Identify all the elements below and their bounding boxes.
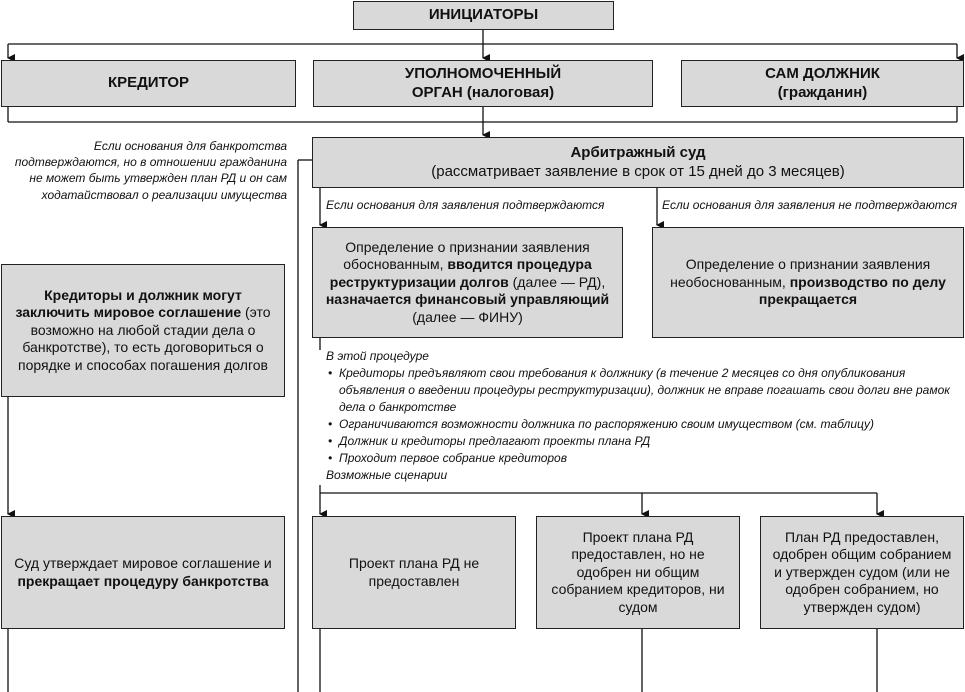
procedure-item: Должник и кредиторы предлагают проекты п… [326, 433, 951, 450]
scenario-2-text: Проект плана РД предоставлен, но не одоб… [551, 528, 725, 615]
scenario-2-box: Проект плана РД предоставлен, но не одоб… [536, 516, 740, 629]
procedure-item: Кредиторы предъявляют свои требования к … [326, 365, 951, 416]
creditor-title: КРЕДИТОР [107, 74, 190, 92]
authority-line1: УПОЛНОМОЧЕННЫЙ [404, 64, 562, 82]
initiators-title: ИНИЦИАТОРЫ [428, 6, 539, 24]
scenario-1-box: Проект плана РД не предоставлен [312, 516, 516, 629]
financial-manager: назначается финансовый управляющий [325, 291, 610, 308]
case-terminated: производство по делу прекращается [758, 273, 946, 308]
scenario-1-text: Проект плана РД не предоставлен [348, 555, 480, 589]
authority-line2b: (налоговая) [462, 83, 555, 101]
debtor-box: САМ ДОЛЖНИК (гражданин) [681, 60, 964, 107]
procedure-terminated: прекращает процедуру банкротства [17, 572, 269, 589]
scenario-3-box: План РД предоставлен, одобрен общим собр… [760, 516, 964, 629]
scenarios-heading: Возможные сценарии [326, 468, 448, 483]
court-title: Арбитражный суд [570, 143, 706, 161]
initiators-box: ИНИЦИАТОРЫ [353, 1, 614, 30]
court-subtitle: (рассматривает заявление в срок от 15 дн… [431, 162, 845, 180]
settlement-box: Кредиторы и должник могут заключить миро… [1, 264, 285, 397]
left-note: Если основания для банкротства подтвержд… [14, 139, 287, 202]
restructuring-box: Определение о признании заявления обосно… [312, 227, 623, 338]
procedure-notes: В этой процедуре Кредиторы предъявляют с… [326, 348, 951, 484]
confirmed-note: Если основания для заявления подтверждаю… [326, 198, 605, 212]
authority-line2a: ОРГАН [411, 83, 463, 101]
restructuring-procedure: вводится процедура реструктуризации долг… [329, 256, 592, 290]
creditor-box: КРЕДИТОР [1, 60, 296, 107]
termination-box: Определение о признании заявления необос… [652, 227, 964, 338]
procedure-item: Проходит первое собрание кредиторов [326, 450, 951, 467]
not-confirmed-note: Если основания для заявления не подтверж… [662, 198, 958, 212]
settlement-bold: Кредиторы и должник могут заключить миро… [15, 286, 242, 321]
court-approves-box: Суд утверждает мировое соглашение и прек… [1, 516, 285, 629]
authority-box: УПОЛНОМОЧЕННЫЙ ОРГАН (налоговая) [313, 60, 653, 107]
procedure-list: Кредиторы предъявляют свои требования к … [326, 365, 951, 467]
scenario-3-text: План РД предоставлен, одобрен общим собр… [772, 528, 952, 615]
debtor-line1: САМ ДОЛЖНИК [765, 64, 880, 82]
court-box: Арбитражный суд (рассматривает заявление… [312, 137, 964, 188]
procedure-item: Ограничиваются возможности должника по р… [326, 416, 951, 433]
procedure-heading: В этой процедуре [326, 349, 429, 363]
debtor-line2: (гражданин) [777, 83, 868, 101]
